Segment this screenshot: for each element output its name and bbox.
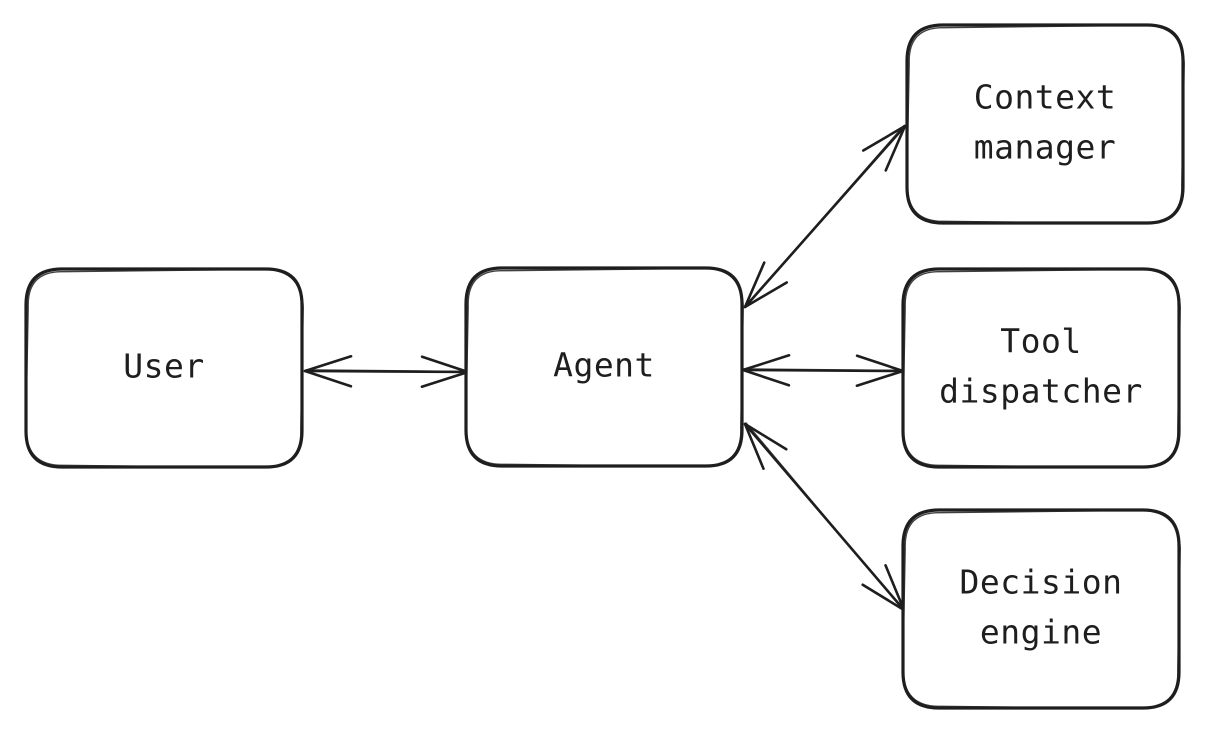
tool-dispatcher-box-sketch: [902, 268, 1181, 469]
node-decision-engine: Decision engine: [901, 508, 1181, 710]
edges-layer: [303, 124, 907, 612]
decision-engine-box: [901, 508, 1181, 710]
node-tool-dispatcher: Tool dispatcher: [901, 267, 1181, 469]
context-manager-box-sketch: [906, 24, 1185, 225]
user-box-sketch: [25, 268, 304, 469]
node-context-manager: Context manager: [905, 23, 1185, 225]
context-manager-box: [905, 23, 1185, 225]
edge-agent-tool-dispatcher: [741, 353, 905, 388]
context-manager-label-line-1: Context: [974, 78, 1117, 117]
edge-line-sketch: [305, 369, 468, 373]
edge-line-sketch: [743, 368, 903, 372]
edge-agent-decision-engine: [743, 422, 906, 612]
edge-line-sketch: [745, 422, 904, 611]
agent-box-sketch: [465, 267, 744, 468]
arrowhead-start: [743, 422, 788, 471]
edge-agent-context-manager: [743, 124, 907, 309]
edge-line: [741, 368, 905, 373]
node-agent: Agent: [464, 266, 744, 468]
arrowhead-start: [743, 261, 789, 309]
arrowhead-end: [861, 124, 907, 172]
edge-line-sketch: [745, 124, 905, 307]
tool-dispatcher-label-line-1: Tool: [1000, 322, 1081, 361]
agent-label-line-1: Agent: [553, 346, 655, 385]
tool-dispatcher-box: [901, 267, 1181, 469]
arrowhead-start: [303, 354, 353, 388]
user-label-line-1: User: [123, 347, 204, 386]
node-user: User: [24, 267, 304, 469]
edge-user-agent: [303, 354, 470, 389]
decision-engine-label-line-2: engine: [980, 613, 1102, 652]
context-manager-label-line-2: manager: [974, 128, 1117, 167]
decision-engine-box-sketch: [902, 509, 1181, 710]
edge-line: [303, 369, 470, 374]
decision-engine-label-line-1: Decision: [960, 563, 1123, 602]
tool-dispatcher-label-line-2: dispatcher: [939, 372, 1143, 411]
